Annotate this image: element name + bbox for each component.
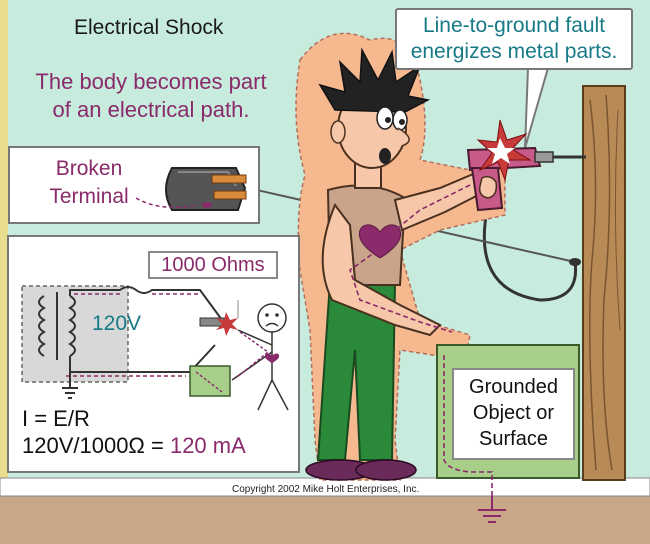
left-border-strip xyxy=(0,0,8,478)
grounded-object-label: Grounded Object or Surface xyxy=(469,376,558,450)
copyright-notice: Copyright 2002 Mike Holt Enterprises, In… xyxy=(232,484,420,495)
fault-callout-text: Line-to-ground fault energizes metal par… xyxy=(410,14,618,63)
voltage-label: 120V xyxy=(92,312,142,335)
subtitle: The body becomes part of an electrical p… xyxy=(35,69,267,122)
formula-result: 120 mA xyxy=(169,433,246,458)
fault-spark xyxy=(476,119,532,182)
shocked-person xyxy=(305,47,490,481)
drill-cord xyxy=(482,204,578,302)
power-drill xyxy=(466,146,586,212)
grounded-object-label-box: Grounded Object or Surface xyxy=(452,368,575,460)
callout-pointer xyxy=(524,67,550,149)
fault-callout: Line-to-ground fault energizes metal par… xyxy=(395,8,633,70)
ground-current-path xyxy=(443,355,493,508)
formula-calculation: 120V/1000Ω = 120 mA xyxy=(22,433,246,459)
formula-expression: 120V/1000Ω = xyxy=(22,433,170,458)
resistance-label: 1000 Ohms xyxy=(148,251,278,279)
plug-label: Broken Terminal xyxy=(49,157,129,208)
page-title: Electrical Shock xyxy=(74,16,224,39)
formula-ohms-law: I = E/R xyxy=(22,406,90,431)
cord-plug-end xyxy=(569,258,581,266)
wooden-post xyxy=(582,85,626,481)
earth-ground-symbol xyxy=(478,496,506,523)
